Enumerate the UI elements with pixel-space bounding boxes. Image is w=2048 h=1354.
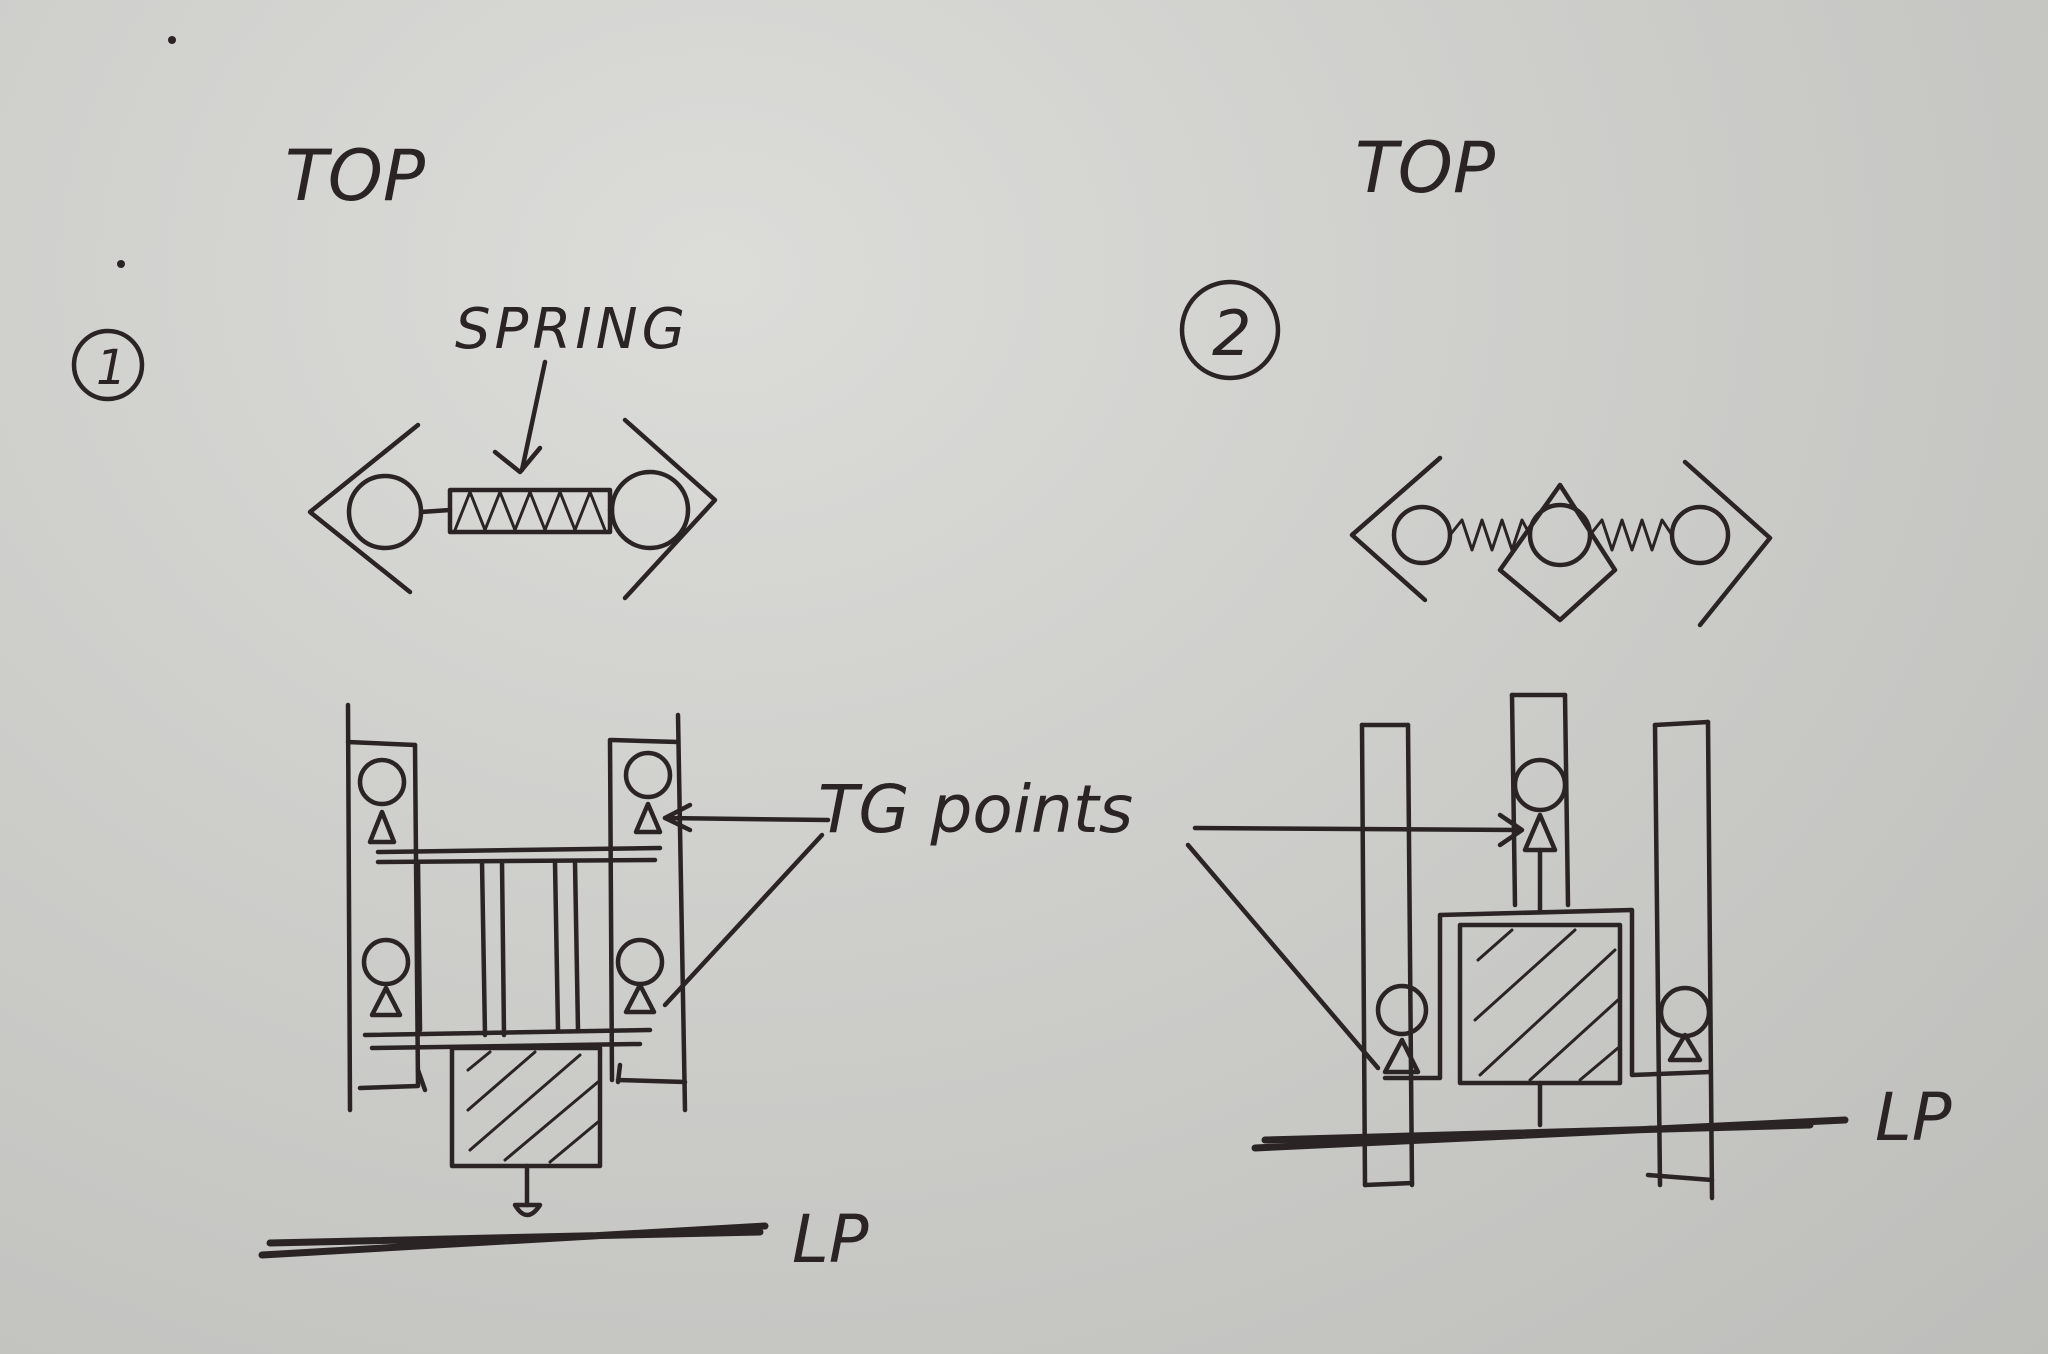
paper-speck	[168, 36, 176, 44]
p2-left-v-guide	[1349, 455, 1443, 603]
panel-1-baseline-label: LP	[792, 1201, 869, 1278]
right-lower-wheel	[615, 937, 665, 987]
panel-1-side-view: LP	[258, 702, 869, 1278]
panel-1-heading: TOP	[285, 135, 426, 217]
p2-right-lower-tg-point	[1667, 1032, 1703, 1063]
p2-right-rail-bottom	[1645, 1172, 1715, 1183]
callout-arrow-3	[1497, 812, 1525, 848]
p2-right-rail-top	[1652, 719, 1711, 728]
left-upper-wheel	[357, 757, 407, 807]
p2-right-rail-outer	[1705, 719, 1715, 1201]
p2-center-rail	[1509, 692, 1571, 908]
panel-1-top-view	[307, 417, 718, 601]
panel-2-baseline-label: LP	[1875, 1079, 1952, 1156]
p2-left-lower-wheel	[1375, 983, 1429, 1037]
right-rail-foot	[615, 1062, 688, 1085]
panel-2-baseline	[1251, 1116, 1849, 1152]
p2-center-upper-wheel	[1512, 757, 1568, 813]
callout-line-3	[1192, 825, 1523, 833]
carriage-bottom-bar	[362, 1027, 653, 1051]
tg-points-label: TG points	[818, 771, 1133, 848]
panel-2-hatched-block	[1457, 922, 1623, 1086]
panel-1: TOP 1 SPRING	[71, 135, 869, 1278]
paper-speck	[117, 260, 125, 268]
panel-1-number-circle	[71, 328, 145, 402]
probe-tip	[512, 1202, 543, 1218]
panel-2-top-view	[1349, 455, 1773, 628]
left-lower-wheel	[361, 937, 411, 987]
tg-points-callout: TG points	[662, 771, 1525, 1071]
spring-label: SPRING	[455, 297, 689, 362]
panel-2: TOP 2	[1179, 127, 1952, 1201]
panel-2-heading: TOP	[1355, 127, 1496, 209]
right-top-wheel	[609, 469, 691, 551]
spring-attach	[418, 507, 615, 515]
carriage-left	[415, 859, 423, 1033]
spring-arrow-head	[492, 445, 543, 475]
panel-2-side-view: LP	[1251, 692, 1952, 1201]
panel-2-number: 2	[1212, 297, 1251, 370]
callout-arrow-1	[662, 802, 693, 833]
right-upper-wheel	[623, 750, 673, 800]
callout-line-2	[662, 832, 825, 1008]
p2-left-rail-bottom	[1362, 1180, 1415, 1188]
panel-2-hatching	[1473, 928, 1620, 1082]
right-rail-top	[609, 737, 681, 745]
p2-left-lower-tg-point	[1382, 1037, 1421, 1075]
spring-coils	[453, 490, 607, 532]
carriage-top-bar	[375, 845, 663, 865]
p2-right-lower-wheel	[1658, 985, 1712, 1039]
p2-left-rail-inner	[1405, 722, 1415, 1188]
left-rail-foot	[357, 1067, 428, 1093]
callout-line-1	[662, 815, 831, 823]
p2-left-top-wheel	[1391, 504, 1453, 566]
p2-center-tg-point	[1522, 812, 1558, 853]
p2-right-spring	[1588, 518, 1674, 552]
panel-1-hatching	[466, 1050, 600, 1164]
left-lower-tg-point	[369, 985, 403, 1018]
left-rail-outer	[345, 702, 353, 1113]
left-upper-tg-point	[367, 809, 397, 845]
p2-left-spring	[1448, 518, 1532, 552]
panel-2-number-circle	[1179, 279, 1281, 381]
left-v-guide	[307, 422, 421, 595]
panel-1-baseline	[258, 1222, 769, 1259]
p2-left-rail-outer	[1359, 722, 1368, 1188]
p2-right-rail-inner	[1652, 722, 1663, 1188]
p2-center-top-wheel	[1527, 502, 1593, 568]
right-upper-tg-point	[633, 801, 663, 835]
callout-line-4	[1185, 842, 1381, 1071]
p2-carriage-bracket	[1382, 907, 1713, 1081]
right-rail-outer	[675, 712, 688, 1113]
panel-1-number: 1	[96, 340, 127, 396]
left-top-wheel	[346, 473, 424, 551]
p2-right-top-wheel	[1669, 504, 1731, 566]
right-rail-inner	[607, 737, 615, 1083]
right-lower-tg-point	[623, 982, 657, 1015]
spring-arrow-shaft	[519, 359, 548, 473]
right-v-guide	[622, 417, 718, 601]
carriage-right-bars	[552, 859, 581, 1033]
left-rail-top	[345, 739, 418, 748]
p2-right-v-guide	[1682, 459, 1773, 628]
spring-body	[447, 487, 613, 535]
carriage-center-bars	[479, 859, 507, 1038]
